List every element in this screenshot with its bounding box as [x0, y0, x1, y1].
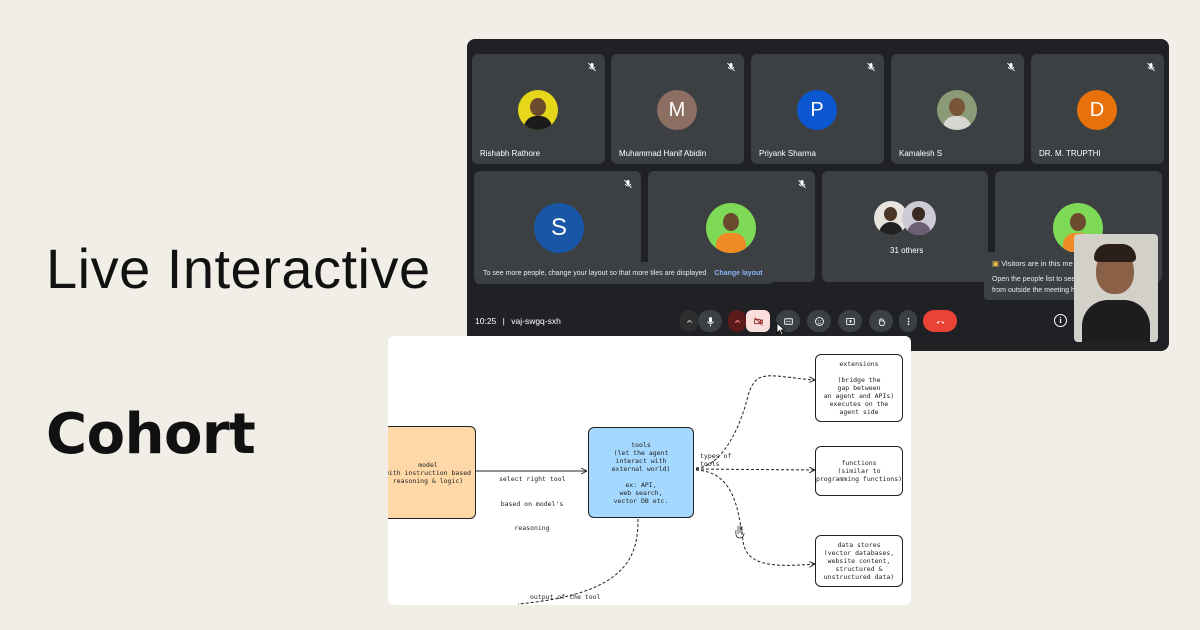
layout-hint-toast: To see more people, change your layout s…: [475, 262, 773, 284]
self-view-shirt: [1082, 300, 1150, 342]
participant-avatar: D: [1077, 90, 1117, 130]
present-icon: [845, 317, 855, 325]
arrow-to-data-stores: [695, 469, 814, 565]
extensions-box: extensions (bridge the gap between an ag…: [815, 354, 903, 422]
hand-cursor-icon: [735, 525, 745, 539]
others-count: 31 others: [890, 246, 924, 255]
mic-muted-icon: [867, 62, 875, 72]
end-call-button[interactable]: [923, 310, 957, 332]
mouse-cursor-icon: [776, 322, 786, 336]
tools-box: tools (let the agent interact with exter…: [588, 427, 694, 518]
video-options-button[interactable]: [728, 310, 746, 332]
model-title: model: [418, 460, 438, 469]
participant-name: Priyank Sharma: [759, 149, 816, 158]
participant-name: Muhammad Hanif Abidin: [619, 149, 707, 158]
change-layout-link[interactable]: Change layout: [714, 269, 763, 277]
model-desc-2: reasoning & logic): [392, 476, 464, 485]
model-desc-1: with instruction based: [388, 468, 472, 477]
microphone-icon: [706, 316, 714, 326]
visitors-line-2: from outside the meeting h: [992, 287, 1075, 294]
participant-avatar: [518, 90, 558, 130]
arrow-to-extensions: [695, 375, 814, 469]
chevron-up-icon: [686, 319, 692, 323]
participant-tile[interactable]: D DR. M. TRUPTHI: [1031, 54, 1164, 164]
layout-hint-text: To see more people, change your layout s…: [483, 269, 707, 277]
types-of-tools-label: types of tools: [700, 452, 732, 468]
mic-muted-icon: [624, 179, 632, 189]
meeting-code: vaj-swgq-sxh: [511, 316, 561, 326]
participant-avatar: [937, 90, 977, 130]
mic-muted-icon: [727, 62, 735, 72]
output-of-tool-label: output of the tool: [530, 593, 601, 601]
audio-options-button[interactable]: [680, 310, 698, 332]
visitors-line-1: Open the people list to see: [992, 276, 1076, 283]
reactions-button[interactable]: [807, 310, 831, 332]
mic-muted-icon: [1007, 62, 1015, 72]
more-options-button[interactable]: [899, 310, 917, 332]
microphone-button[interactable]: [698, 310, 722, 332]
self-view-video: [1074, 234, 1158, 342]
mic-muted-icon: [588, 62, 596, 72]
others-tile[interactable]: 31 others: [822, 171, 988, 282]
diagram-connectors: [476, 375, 911, 605]
meeting-info: 10:25 | vaj-swgq-sxh: [475, 316, 561, 326]
select-tool-line-2: based on model's: [500, 500, 564, 508]
arrow-to-functions: [695, 469, 814, 470]
chevron-up-icon: [734, 319, 740, 323]
mic-muted-icon: [1147, 62, 1155, 72]
participant-avatar: M: [657, 90, 697, 130]
arrow-output-of-tool: [517, 518, 639, 605]
participant-avatar: [902, 201, 936, 235]
visitors-title: Visitors are in this me: [1001, 259, 1073, 268]
participant-tile[interactable]: M Muhammad Hanif Abidin: [611, 54, 744, 164]
camera-off-icon: [753, 316, 763, 326]
ai-agent-tools-diagram: model with instruction based reasoning &…: [388, 336, 911, 605]
select-tool-line-3: reasoning: [514, 524, 550, 532]
more-vertical-icon: [907, 317, 909, 325]
model-box: model with instruction based reasoning &…: [388, 426, 476, 519]
select-tool-line-1: select right tool: [499, 475, 566, 483]
select-tool-label: select right tool based on model's reaso…: [499, 459, 566, 548]
participant-tile[interactable]: Kamalesh S: [891, 54, 1024, 164]
meeting-time: 10:25: [475, 316, 497, 326]
captions-icon: [783, 317, 793, 325]
participant-name: Kamalesh S: [899, 149, 943, 158]
headline-cohort: Cohort: [46, 402, 256, 467]
participant-name: DR. M. TRUPTHI: [1039, 149, 1101, 158]
info-icon: i: [1059, 316, 1062, 325]
raise-hand-button[interactable]: [869, 310, 893, 332]
camera-off-button[interactable]: [746, 310, 770, 332]
meeting-details-button[interactable]: i: [1054, 314, 1067, 327]
captions-button[interactable]: [776, 310, 800, 332]
headline-live-interactive: Live Interactive: [46, 237, 431, 300]
participant-tile[interactable]: P Priyank Sharma: [751, 54, 884, 164]
participant-avatar: S: [534, 203, 584, 253]
emoji-icon: [814, 316, 824, 326]
participant-name: Rishabh Rathore: [480, 149, 541, 158]
participant-tile[interactable]: Rishabh Rathore: [472, 54, 605, 164]
participant-avatar: [706, 203, 756, 253]
hand-icon: [878, 317, 885, 326]
data-stores-box: data stores (vector databases, website c…: [815, 535, 903, 587]
visitors-icon: ▣: [992, 259, 1000, 268]
present-screen-button[interactable]: [838, 310, 862, 332]
meeting-separator: |: [502, 316, 505, 326]
self-view-hair: [1094, 244, 1136, 262]
mic-muted-icon: [798, 179, 806, 189]
participant-avatar: P: [797, 90, 837, 130]
phone-hangup-icon: [936, 320, 944, 324]
functions-box: functions (similar to programming functi…: [815, 446, 903, 496]
